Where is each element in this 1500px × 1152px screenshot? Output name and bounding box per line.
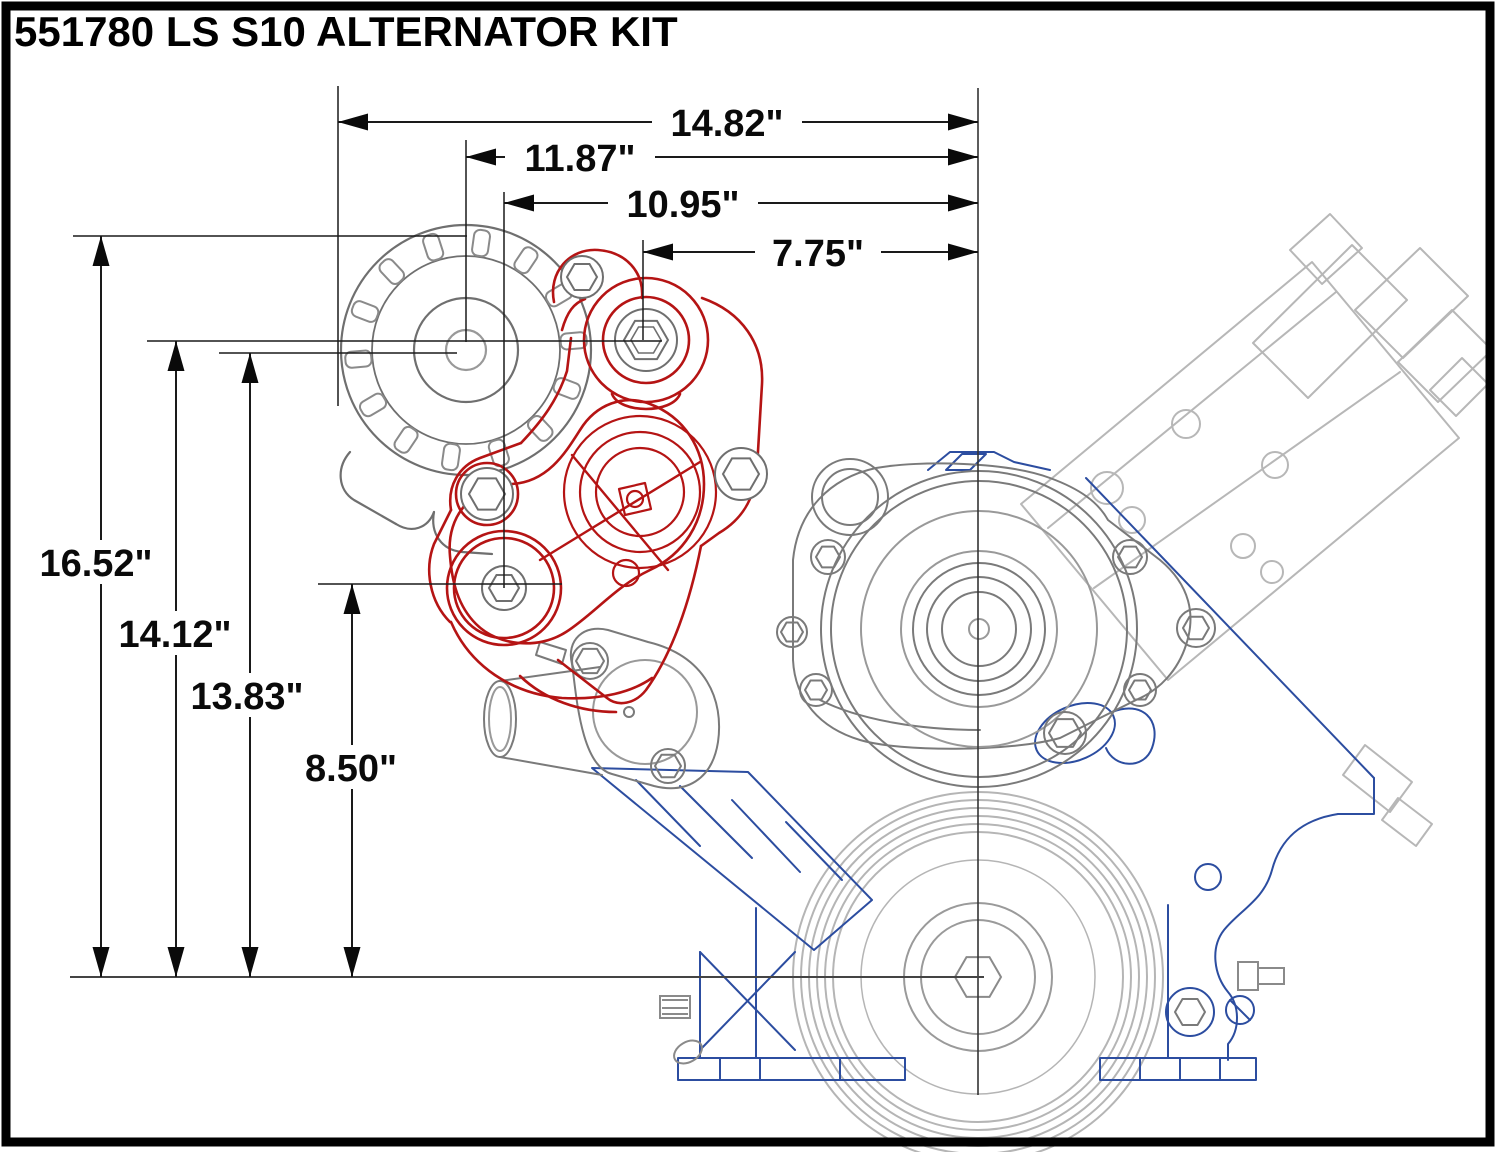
hex-bolt — [1117, 545, 1143, 569]
arrowheads — [92, 113, 978, 977]
engine-block-right — [1085, 477, 1375, 1061]
alternator — [339, 223, 593, 556]
dim-label-horizontal-4: 7.75" — [772, 233, 864, 275]
hex-bolt — [575, 647, 605, 675]
tensioner-square-drive — [617, 481, 653, 517]
dim-label-horizontal-1: 14.82" — [670, 103, 783, 145]
dim-label-vertical-1: 16.52" — [39, 543, 152, 585]
cylinder-head — [1020, 213, 1493, 847]
thermostat-housing — [483, 627, 721, 790]
hex-bolt — [1174, 998, 1206, 1026]
alternator-vent-ribs — [344, 228, 588, 472]
hex-bolt — [815, 545, 841, 569]
hex-bolt — [467, 477, 507, 511]
vertical-dimension-lines — [100, 236, 353, 977]
page-title: 551780 LS S10 ALTERNATOR KIT — [14, 8, 678, 55]
dim-label-vertical-3: 13.83" — [190, 676, 303, 718]
hex-bolt — [804, 679, 828, 701]
front-cover — [776, 458, 1216, 1026]
bleed-nipple — [535, 641, 567, 665]
belt-loop — [448, 398, 706, 645]
dimension-annotations: 14.82" 11.87" 10.95" 7.75" 16.52" 14.12"… — [33, 86, 984, 1095]
bracket-x-brace — [538, 453, 702, 572]
hex-bolt — [565, 263, 599, 291]
oil-pan-rail — [677, 1057, 1257, 1081]
extension-lines — [73, 86, 662, 588]
cover-bolts — [776, 539, 1216, 1026]
water-inlet-port — [811, 458, 889, 536]
dim-label-vertical-2: 14.12" — [118, 614, 231, 656]
hex-bolt — [721, 457, 761, 491]
water-pump-pulley — [820, 470, 1138, 788]
dim-label-vertical-4: 8.50" — [305, 748, 397, 790]
engine-mount-hatch — [591, 767, 873, 951]
block-hardware — [659, 961, 1285, 1065]
bracket-bolts — [460, 255, 768, 611]
dim-label-horizontal-3: 10.95" — [626, 184, 739, 226]
flange-bolt — [659, 995, 691, 1019]
hex-bolt — [780, 621, 804, 643]
label-masks — [33, 100, 881, 789]
dimension-labels: 14.82" 11.87" 10.95" 7.75" 16.52" 14.12"… — [39, 103, 864, 790]
alternator-bracket-kit — [427, 248, 764, 714]
engine-block-left — [591, 767, 873, 1059]
hex-bolt — [622, 319, 670, 361]
dim-label-horizontal-2: 11.87" — [524, 138, 635, 180]
engine-block — [591, 451, 1375, 1081]
head-sensor — [1342, 744, 1433, 847]
hex-bolt — [1048, 718, 1082, 748]
valve-train-bosses — [1252, 213, 1493, 417]
hex-bolt — [1182, 615, 1210, 641]
hex-bolt — [654, 753, 682, 779]
hex-bolt — [1128, 679, 1152, 701]
stud-bolt — [1237, 961, 1259, 991]
belt-tensioner — [562, 414, 718, 588]
hex-bolt — [630, 326, 662, 354]
